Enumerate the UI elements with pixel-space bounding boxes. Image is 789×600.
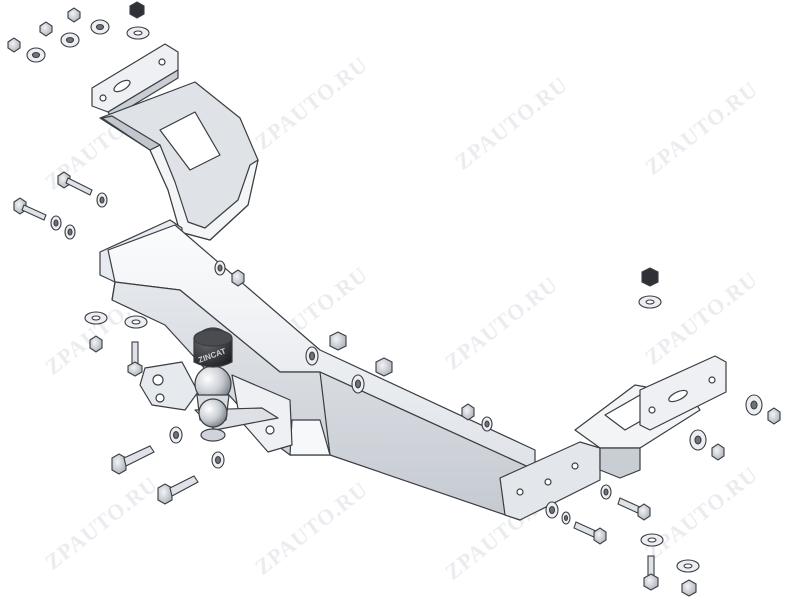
nut-icon — [329, 331, 347, 351]
washer-icon — [90, 19, 110, 35]
washer-icon — [600, 484, 612, 500]
washer-icon — [50, 215, 62, 231]
washer-icon — [689, 429, 707, 451]
tow-ball-assembly: ZINCAT — [139, 327, 279, 442]
washer-icon — [638, 295, 662, 309]
washer-icon — [214, 260, 226, 276]
washer-icon — [545, 501, 559, 519]
bolt-icon — [13, 197, 47, 221]
washer-icon — [64, 224, 76, 240]
nut-icon — [375, 357, 393, 377]
nut-icon — [39, 21, 53, 37]
fasteners — [7, 1, 781, 597]
washer-icon — [561, 511, 571, 525]
left-mounting-bracket — [91, 43, 259, 241]
washer-icon — [96, 192, 108, 208]
bolt-icon — [127, 341, 143, 377]
bolt-icon — [573, 521, 607, 545]
washer-icon — [640, 533, 664, 547]
washer-icon — [211, 451, 225, 469]
nut-icon — [89, 335, 103, 353]
washer-icon — [126, 26, 150, 40]
nut-icon — [681, 579, 697, 597]
washer-icon — [305, 346, 319, 366]
washer-icon — [60, 32, 80, 48]
washer-icon — [745, 394, 763, 416]
nut-icon — [129, 1, 145, 19]
washer-icon — [169, 426, 183, 444]
washer-icon — [26, 47, 46, 63]
bolt-icon — [617, 497, 651, 521]
right-mounting-bracket — [499, 355, 727, 521]
bolt-icon — [157, 475, 199, 505]
nut-icon — [641, 267, 659, 287]
nut-icon — [231, 269, 245, 287]
washer-icon — [351, 374, 365, 394]
nut-icon — [711, 443, 725, 461]
nut-icon — [767, 407, 781, 425]
nut-icon — [7, 37, 21, 53]
washer-icon — [84, 311, 108, 325]
bolt-icon — [57, 171, 93, 196]
washer-icon — [124, 315, 148, 329]
nut-icon — [461, 403, 475, 421]
nut-icon — [67, 7, 81, 23]
washer-icon — [676, 559, 700, 573]
washer-icon — [481, 416, 493, 432]
bolt-icon — [111, 445, 155, 475]
bolt-icon — [643, 555, 659, 591]
